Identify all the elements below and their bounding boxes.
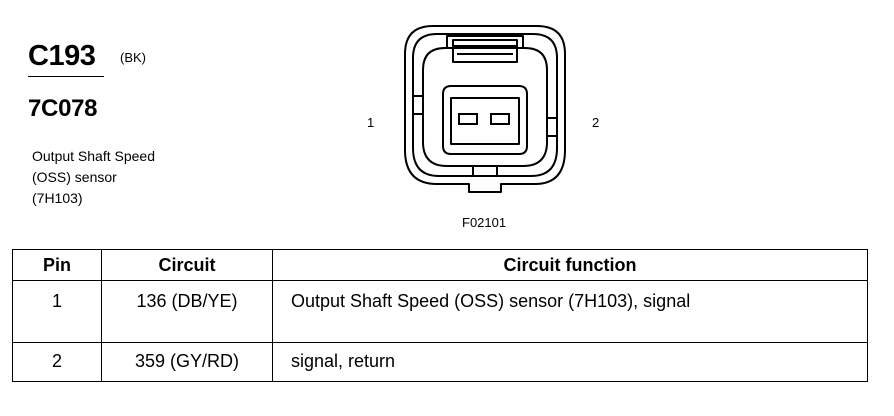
terminal-pin-2 bbox=[490, 113, 510, 125]
table-row: 2 359 (GY/RD) signal, return bbox=[12, 342, 868, 382]
column-header-function: Circuit function bbox=[272, 249, 868, 281]
cell-function: signal, return bbox=[272, 342, 868, 382]
column-header-circuit: Circuit bbox=[101, 249, 273, 281]
description-line: (7H103) bbox=[32, 190, 83, 206]
column-header-pin: Pin bbox=[12, 249, 102, 281]
connector-id: C193 bbox=[28, 40, 96, 72]
figure-id: F02101 bbox=[462, 215, 507, 230]
cell-pin: 2 bbox=[12, 342, 102, 382]
pin-2-label: 2 bbox=[592, 115, 600, 130]
terminal-pin-1 bbox=[458, 113, 478, 125]
connector-color-code: (BK) bbox=[120, 50, 146, 65]
pin-1-label: 1 bbox=[367, 115, 375, 130]
cell-circuit: 359 (GY/RD) bbox=[101, 342, 273, 382]
table-row: 1 136 (DB/YE) Output Shaft Speed (OSS) s… bbox=[12, 280, 868, 343]
table-header-row: Pin Circuit Circuit function bbox=[12, 249, 868, 281]
component-description: Output Shaft Speed (OSS) sensor (7H103) bbox=[32, 146, 155, 209]
cell-pin: 1 bbox=[12, 280, 102, 343]
cell-circuit: 136 (DB/YE) bbox=[101, 280, 273, 343]
part-number: 7C078 bbox=[28, 95, 98, 122]
cell-function: Output Shaft Speed (OSS) sensor (7H103),… bbox=[272, 280, 868, 343]
description-line: Output Shaft Speed bbox=[32, 148, 155, 164]
pinout-table: Pin Circuit Circuit function 1 136 (DB/Y… bbox=[12, 249, 868, 382]
description-line: (OSS) sensor bbox=[32, 169, 117, 185]
title-underline bbox=[28, 76, 104, 77]
connector-face-drawing bbox=[404, 25, 566, 193]
